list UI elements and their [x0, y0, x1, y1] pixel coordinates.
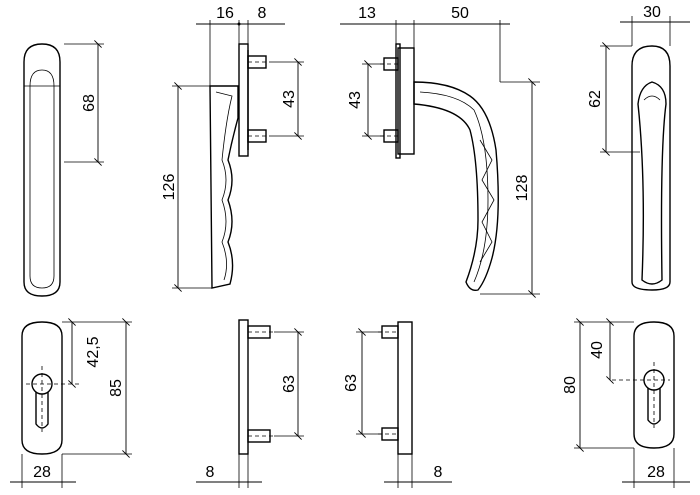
dim-plate-rear-height: 80 [562, 376, 579, 394]
plate-back-view: 63 8 [343, 321, 452, 488]
dim-handle-side-base: 8 [258, 5, 267, 22]
plate-front-view: 28 42,5 85 [10, 318, 132, 488]
dim-plate-front-cyl: 42,5 [85, 336, 102, 367]
dim-handle-side-offset: 16 [216, 5, 234, 22]
dim-plate-rear-width: 28 [647, 464, 665, 481]
dim-plate-front-width: 28 [33, 464, 51, 481]
dim-plate-rear-cyl: 40 [589, 341, 606, 359]
dim-handle-back-base: 13 [358, 5, 376, 22]
dim-plate-side-thickness: 8 [206, 464, 215, 481]
plate-side-view: 8 63 [196, 319, 304, 488]
dim-plate-side-holes: 63 [281, 375, 298, 393]
handle-side-view: 16 8 126 43 [161, 5, 304, 292]
dim-handle-rear-height: 62 [587, 90, 604, 108]
dim-handle-front-height: 68 [81, 94, 98, 112]
dim-handle-back-holes: 43 [347, 91, 364, 109]
dim-handle-rear-width: 30 [643, 4, 661, 21]
plate-rear-view: 40 80 28 [562, 318, 690, 488]
dim-plate-back-holes: 63 [343, 374, 360, 392]
dim-handle-back-reach: 50 [451, 5, 469, 22]
dim-plate-back-thickness: 8 [434, 464, 443, 481]
handle-rear-view: 30 62 [587, 4, 690, 291]
dim-handle-side-holes: 43 [281, 90, 298, 108]
dim-plate-front-height: 85 [108, 379, 125, 397]
handle-back-view: 13 50 43 128 [340, 5, 540, 298]
dim-handle-side-total: 126 [161, 174, 178, 201]
handle-front-view: 68 [23, 40, 104, 297]
dim-handle-back-total: 128 [514, 175, 531, 202]
